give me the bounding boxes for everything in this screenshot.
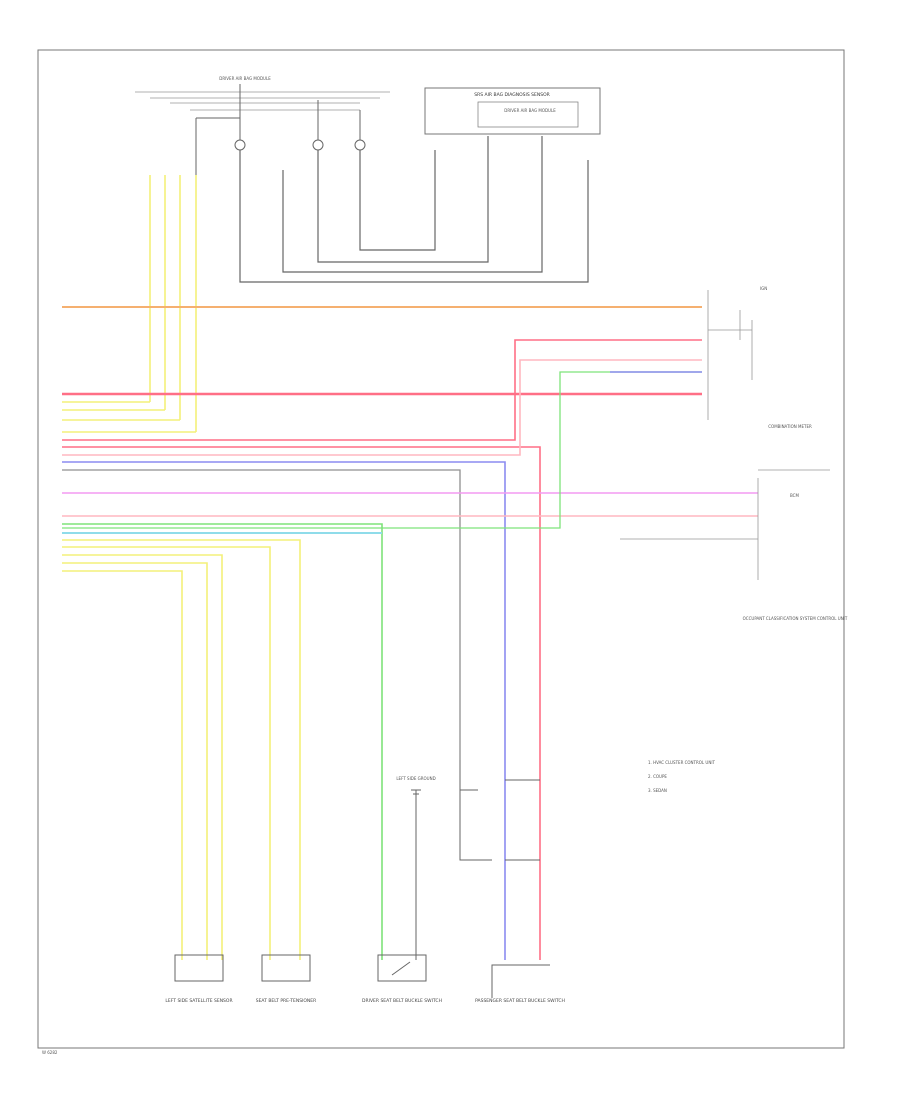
- top-ground-stack: [195, 84, 366, 175]
- bottom-caption-1: LEFT SIDE SATELLITE SENSOR: [165, 998, 232, 1004]
- center-sensor: [459, 760, 540, 861]
- top-bracket-wires: [135, 91, 390, 111]
- switch-symbol: [391, 961, 411, 976]
- bcm-label: BCM: [790, 493, 799, 498]
- legend-3: 3. SEDAN: [648, 788, 667, 793]
- bottom-caption-2: SEAT BELT PRE-TENSIONER: [256, 998, 317, 1004]
- footer-code: W 6282: [42, 1050, 58, 1055]
- diagram-frame: [37, 49, 845, 1049]
- top-module-sub: DRIVER AIR BAG MODULE: [504, 108, 556, 113]
- right-connector-top: [707, 290, 753, 420]
- component-box-3: [377, 954, 427, 982]
- bottom-caption-4: PASSENGER SEAT BELT BUCKLE SWITCH: [475, 998, 565, 1004]
- component-box-1: [174, 954, 224, 982]
- top-module-box: [424, 87, 601, 135]
- ground-top-label: DRIVER AIR BAG MODULE: [219, 76, 271, 81]
- yellow-top-wires: [149, 175, 197, 432]
- ground-lead: [411, 789, 421, 960]
- bottom-caption-3: DRIVER SEAT BELT BUCKLE SWITCH: [362, 998, 442, 1004]
- top-module-label: SRS AIR BAG DIAGNOSIS SENSOR: [474, 92, 550, 98]
- ground-label: LEFT SIDE GROUND: [396, 776, 435, 781]
- component-box-4: [491, 964, 550, 998]
- combination-meter-label: COMBINATION METER: [768, 424, 812, 429]
- gray-harness: [239, 136, 589, 283]
- ocs-label: OCCUPANT CLASSIFICATION SYSTEM CONTROL U…: [743, 616, 848, 621]
- left-bundle: [62, 339, 758, 960]
- legend-2: 2. COUPE: [648, 774, 667, 779]
- legend-1: 1. HVAC CLUSTER CONTROL UNIT: [648, 760, 716, 765]
- right-connector-bcm: [757, 469, 830, 580]
- component-box-2: [261, 954, 311, 982]
- right-top-tag: IGN: [760, 286, 767, 291]
- top-module-inner: [477, 101, 579, 128]
